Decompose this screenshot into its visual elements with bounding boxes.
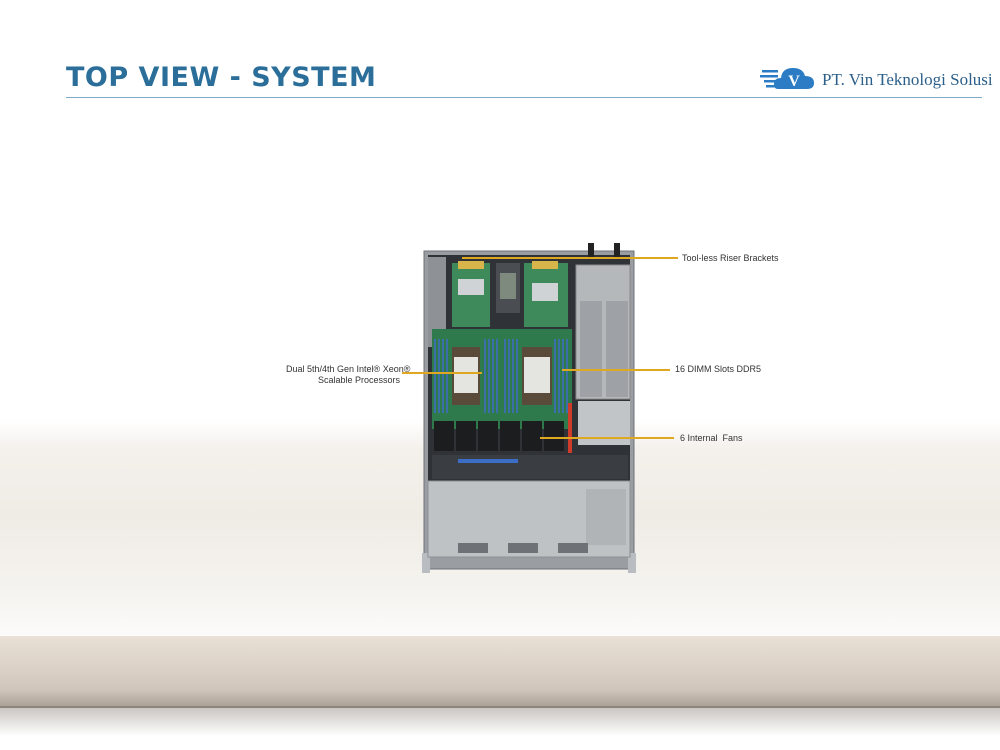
cpu-left — [452, 347, 480, 405]
processors-leader-line — [402, 372, 482, 374]
table-shadow — [0, 706, 1000, 736]
title-divider — [66, 97, 982, 98]
dimm-slots — [434, 339, 568, 413]
server-top-view-image — [422, 243, 636, 573]
internal-fans — [434, 421, 564, 451]
company-name: PT. Vin Teknologi Solusi — [822, 70, 993, 89]
dimm-leader-line — [562, 369, 670, 371]
riser-card-right — [524, 261, 568, 327]
logo-letter: V — [788, 73, 800, 90]
callout-internal-fans: 6 Internal Fans — [680, 433, 743, 443]
callout-processors-line2: Scalable Processors — [317, 375, 400, 385]
riser-card-left — [452, 261, 490, 327]
callout-processors-line1: Dual 5th/4th Gen Intel® Xeon® — [286, 364, 411, 374]
fans-leader-line — [540, 437, 674, 439]
cpu-right — [522, 347, 552, 405]
table-edge — [0, 636, 1000, 708]
company-logo: V PT. Vin Teknologi Solusi — [760, 62, 993, 96]
callout-riser-brackets: Tool-less Riser Brackets — [682, 253, 779, 263]
callout-dimm-slots: 16 DIMM Slots DDR5 — [675, 364, 762, 374]
callout-processors: Dual 5th/4th Gen Intel® Xeon® Scalable P… — [286, 364, 411, 386]
slide-title: TOP VIEW - SYSTEM — [66, 62, 377, 93]
riser-leader-line — [462, 257, 678, 259]
cloud-v-logo-icon: V — [760, 68, 814, 90]
